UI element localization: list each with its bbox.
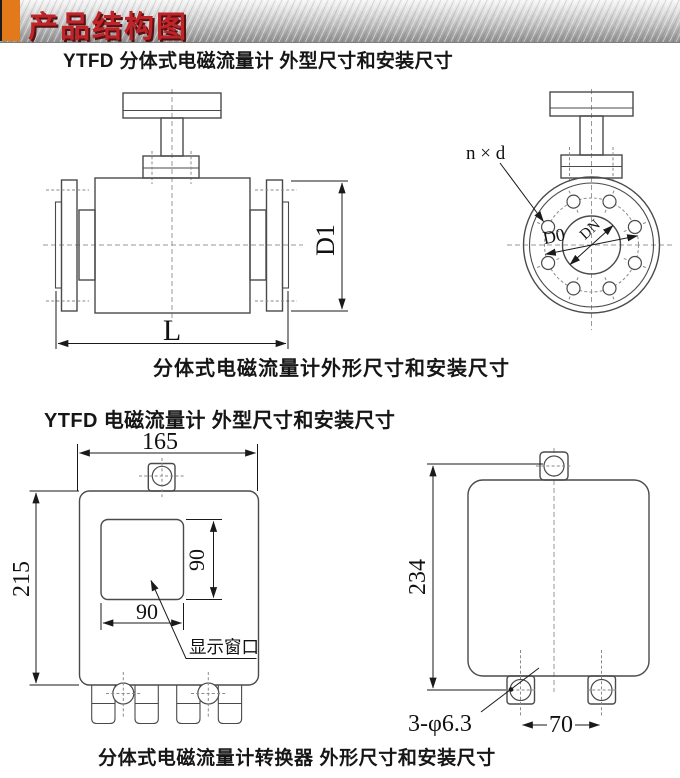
section1-title: YTFD 分体式电磁流量计 外型尺寸和安装尺寸: [63, 51, 454, 72]
dim-label-l: L: [163, 314, 181, 347]
display-window-label: 显示窗口: [189, 637, 259, 657]
dim-label-window-h: 90: [184, 549, 209, 571]
dim-label-165: 165: [142, 429, 178, 455]
header-banner: 产品结构图: [0, 0, 680, 44]
junction-box-front: [549, 91, 634, 117]
flowmeter-front-view: D0 DN n × d: [466, 89, 672, 330]
section2-caption: 分体式电磁流量计转换器 外形尺寸和安装尺寸: [98, 748, 496, 769]
converter-enclosure-side: [467, 479, 650, 677]
flowmeter-side-view: D1 L: [43, 89, 348, 349]
dim-label-d1: D1: [311, 224, 340, 256]
display-window: [100, 518, 185, 601]
bolt-circle: [544, 197, 639, 293]
bottom-mount-holes: [106, 672, 226, 717]
dim-label-window-w: 90: [136, 599, 158, 624]
converter-side-view: 234 3-φ6.3 70: [405, 448, 650, 738]
dim-label-dn: DN: [577, 217, 604, 243]
dim-label-d0: D0: [541, 224, 567, 248]
banner-accent-block: [2, 0, 20, 41]
dim-label-nxd: n × d: [466, 143, 506, 164]
banner-title: 产品结构图: [28, 11, 188, 44]
banner-left-edge: [0, 0, 2, 41]
section1-caption: 分体式电磁流量计外形尺寸和安装尺寸: [153, 358, 510, 380]
dim-label-215: 215: [9, 561, 35, 597]
converter-front-view: 165 90 90 显示窗口: [9, 429, 260, 725]
section2-title: YTFD 电磁流量计 外型尺寸和安装尺寸: [44, 410, 396, 432]
dim-label-70: 70: [549, 712, 573, 738]
dim-label-234: 234: [405, 559, 431, 595]
flange-outer-circle: [522, 176, 661, 314]
cable-glands: [91, 685, 243, 725]
bolt-holes: [536, 190, 647, 300]
dim-label-hole-spec: 3-φ6.3: [408, 711, 472, 737]
